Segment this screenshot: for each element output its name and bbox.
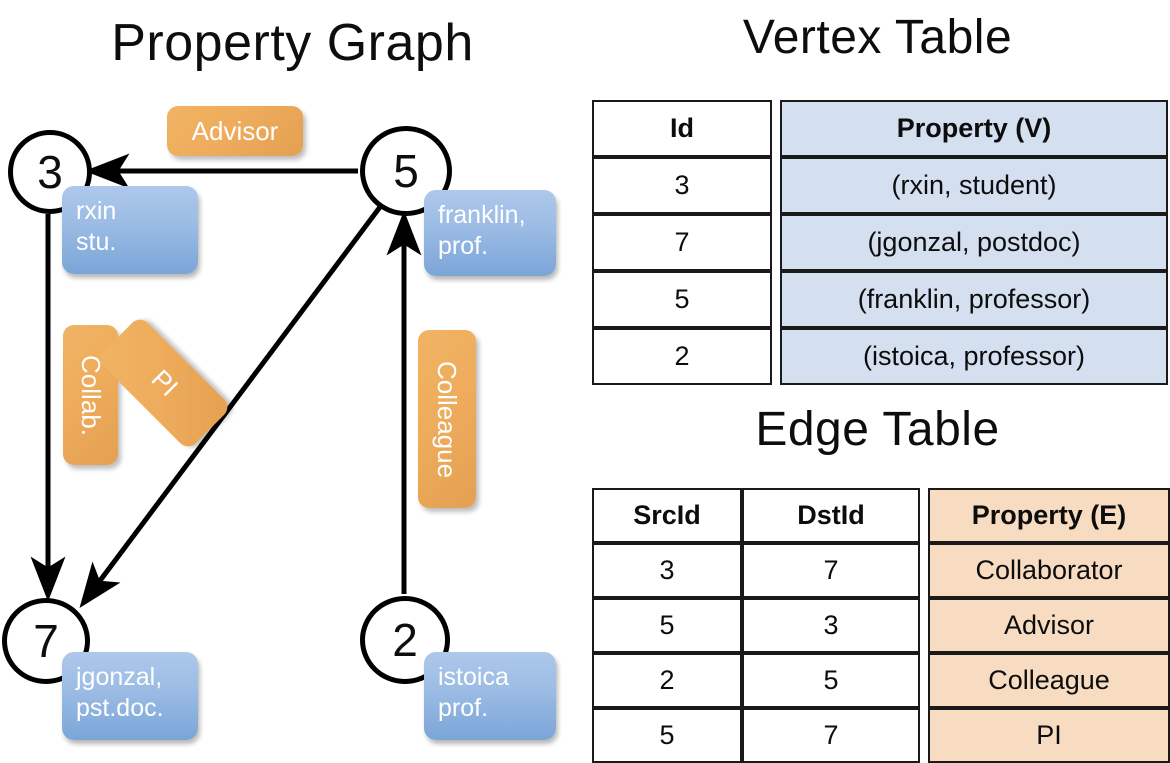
edge-row-3-dst: 7 (742, 708, 920, 763)
vertex-callout-jgonzal-line1: jgonzal, (76, 663, 163, 691)
edge-callout-pi-label: PI (145, 363, 184, 402)
table-row: 5 7 PI (592, 708, 1170, 763)
vertex-row-3-gap (772, 328, 780, 385)
vertex-row-3-id: 2 (592, 328, 772, 385)
vertex-callout-istoica: istoica prof. (424, 652, 556, 740)
edge-row-0-src: 3 (592, 543, 742, 598)
edge-callout-advisor: Advisor (167, 106, 303, 156)
graph-node-2[interactable]: 2 (360, 596, 450, 684)
vertex-table-header-row: Id Property (V) (592, 100, 1168, 157)
edge-row-1-gap (920, 598, 928, 653)
edge-row-3-gap (920, 708, 928, 763)
graph-edges-layer (30, 153, 422, 609)
edge-table-col-property: Property (E) (928, 488, 1170, 543)
edge-row-2-property: Colleague (928, 653, 1170, 708)
page-title-property-graph: Property Graph (111, 14, 474, 72)
edge-callout-colleague-label: Colleague (432, 360, 463, 478)
vertex-row-2-gap (772, 271, 780, 328)
table-row: 3 7 Collaborator (592, 543, 1170, 598)
edge-callout-colleague: Colleague (418, 330, 476, 508)
table-row: 3 (rxin, student) (592, 157, 1168, 214)
vertex-callout-rxin: rxin stu. (62, 186, 198, 274)
table-row: 2 5 Colleague (592, 653, 1170, 708)
edge-row-1-dst: 3 (742, 598, 920, 653)
edge-callout-collab-label: Collab. (76, 354, 106, 436)
vertex-callout-franklin: franklin, prof. (424, 190, 556, 276)
graph-node-3-label: 3 (37, 146, 63, 198)
vertex-row-0-gap (772, 157, 780, 214)
vertex-table-col-property: Property (V) (780, 100, 1168, 157)
vertex-callout-jgonzal-line2: pst.doc. (76, 694, 164, 722)
vertex-table: Id Property (V) 3 (rxin, student) 7 (jgo… (592, 100, 1168, 385)
edge-row-1-property: Advisor (928, 598, 1170, 653)
vertex-callout-franklin-line1: franklin, (438, 201, 526, 229)
vertex-table-column-gap (772, 100, 780, 157)
graph-node-2-label: 2 (392, 614, 418, 666)
table-row: 7 (jgonzal, postdoc) (592, 214, 1168, 271)
edge-row-0-property: Collaborator (928, 543, 1170, 598)
vertex-callout-jgonzal: jgonzal, pst.doc. (62, 652, 198, 740)
vertex-row-1-gap (772, 214, 780, 271)
vertex-row-0-id: 3 (592, 157, 772, 214)
property-graph-diagram: 3 5 7 2 rxin stu. franklin, prof. jgonza… (0, 0, 585, 760)
edge-callout-advisor-label: Advisor (191, 115, 279, 146)
table-row: 5 3 Advisor (592, 598, 1170, 653)
vertex-callout-franklin-line2: prof. (438, 232, 489, 260)
vertex-callout-istoica-line1: istoica (438, 663, 509, 691)
vertex-table-col-id: Id (592, 100, 772, 157)
vertex-row-1-property: (jgonzal, postdoc) (780, 214, 1168, 271)
edge-row-1-src: 5 (592, 598, 742, 653)
table-row: 5 (franklin, professor) (592, 271, 1168, 328)
page-title-vertex-table: Vertex Table (742, 11, 1013, 64)
vertex-row-0-property: (rxin, student) (780, 157, 1168, 214)
edge-table: SrcId DstId Property (E) 3 7 Collaborato… (592, 488, 1170, 763)
graph-node-5-label: 5 (393, 145, 419, 197)
edge-row-2-gap (920, 653, 928, 708)
edge-table-col-dstid: DstId (742, 488, 920, 543)
vertex-row-2-id: 5 (592, 271, 772, 328)
edge-row-2-src: 2 (592, 653, 742, 708)
vertex-callout-rxin-line1: rxin (76, 197, 117, 225)
edge-row-0-gap (920, 543, 928, 598)
vertex-callout-istoica-line2: prof. (438, 694, 489, 722)
edge-5-to-7-pi (79, 205, 383, 609)
vertex-row-3-property: (istoica, professor) (780, 328, 1168, 385)
vertex-row-1-id: 7 (592, 214, 772, 271)
vertex-row-2-property: (franklin, professor) (780, 271, 1168, 328)
edge-row-3-property: PI (928, 708, 1170, 763)
edge-table-column-gap (920, 488, 928, 543)
edge-row-3-src: 5 (592, 708, 742, 763)
edge-row-2-dst: 5 (742, 653, 920, 708)
table-row: 2 (istoica, professor) (592, 328, 1168, 385)
edge-row-0-dst: 7 (742, 543, 920, 598)
vertex-callout-rxin-line2: stu. (76, 228, 117, 256)
edge-table-header-row: SrcId DstId Property (E) (592, 488, 1170, 543)
page-title-edge-table: Edge Table (755, 403, 1000, 456)
edge-table-col-srcid: SrcId (592, 488, 742, 543)
graph-node-7-label: 7 (33, 615, 59, 667)
